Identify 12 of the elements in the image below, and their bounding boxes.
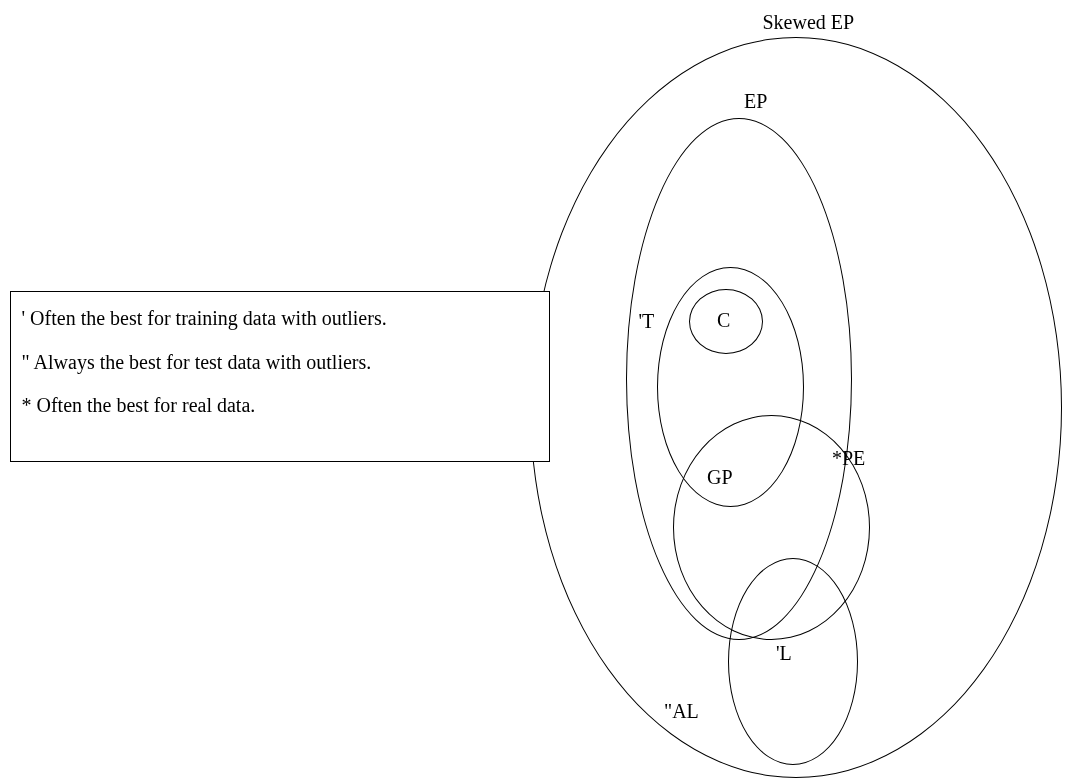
- region-label: GP: [707, 465, 733, 489]
- region-label: 'L: [776, 641, 792, 665]
- note-text: " Always the best for test data with outliers.: [21, 349, 372, 374]
- set-label: C: [717, 308, 731, 332]
- note-text: * Often the best for real data.: [21, 392, 256, 417]
- set-label: "AL: [664, 699, 699, 723]
- set-label: Skewed EP: [762, 9, 855, 34]
- set-label: 'T: [638, 308, 655, 333]
- note-text: ' Often the best for training data with outliers.: [21, 305, 387, 330]
- set-ellipse: [672, 414, 870, 640]
- note-box: [10, 291, 550, 462]
- set-label: EP: [744, 89, 768, 113]
